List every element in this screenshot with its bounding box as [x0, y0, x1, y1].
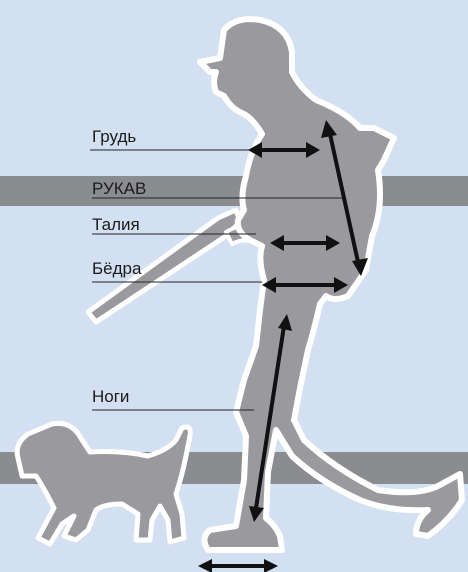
upper-stripe — [0, 176, 468, 206]
foot-arrow — [198, 559, 278, 572]
hips-label: Бёдра — [92, 260, 141, 277]
sleeve-label: РУКАВ — [92, 180, 146, 197]
chest-label: Грудь — [92, 128, 136, 145]
dog-icon — [17, 423, 190, 544]
waist-label: Талия — [92, 216, 140, 233]
legs-label: Ноги — [92, 388, 129, 405]
